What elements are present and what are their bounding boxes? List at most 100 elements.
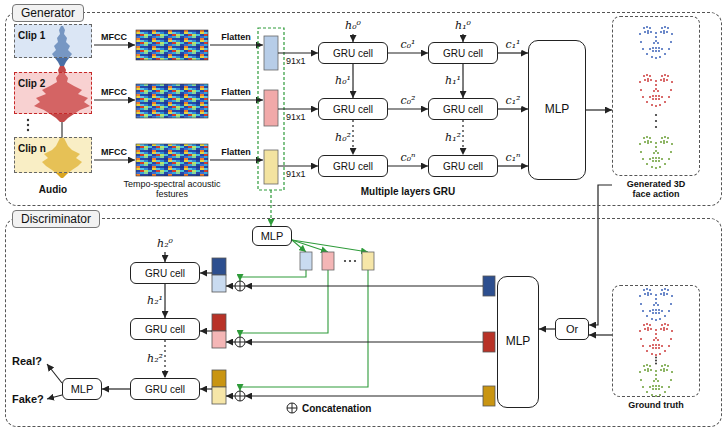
discriminator-flow <box>240 270 368 391</box>
edge-label: h₂¹ <box>146 295 164 307</box>
face-landmarks <box>655 120 657 122</box>
discriminator-flow <box>212 370 226 387</box>
step-label: MFCC <box>101 87 127 97</box>
box-label: GRU cell <box>145 268 185 279</box>
discriminator-flow <box>212 331 226 348</box>
input-arrow <box>165 34 463 262</box>
mlp-box: MLP <box>528 40 586 180</box>
input-arrow <box>278 52 318 53</box>
edge-label: c₀² <box>400 95 417 107</box>
box-label: GRU cell <box>443 161 483 172</box>
audio-waveform <box>61 122 63 138</box>
connector <box>589 334 612 335</box>
audio-waveform <box>27 119 29 121</box>
discriminator-flow <box>240 270 328 337</box>
spectrogram <box>136 30 208 176</box>
edge-label: c₁¹ <box>505 39 522 51</box>
face-landmarks <box>655 363 657 365</box>
discriminator-flow <box>212 275 226 292</box>
mfcc-arrow <box>94 44 135 45</box>
connector <box>498 52 528 53</box>
discriminator-flow <box>245 395 483 396</box>
box-label: Or <box>566 323 578 335</box>
output-label: Real? <box>12 355 42 368</box>
flatten-arrow <box>210 44 263 45</box>
box-label: Clip 1 <box>15 29 48 43</box>
discriminator-flow <box>200 388 212 389</box>
edge-label: h₀² <box>334 132 352 144</box>
switch-box: Or <box>555 318 589 340</box>
panel-caption: Ground truth <box>620 400 692 410</box>
discriminator-flow <box>212 314 226 331</box>
mlp-box: MLP <box>62 378 102 400</box>
discriminator-flow <box>354 260 356 262</box>
connector <box>102 388 130 389</box>
discriminator-flow <box>245 285 483 286</box>
discriminator-flow <box>483 332 495 352</box>
box-label: GRU cell <box>443 48 483 59</box>
face-landmarks <box>639 364 673 397</box>
feature-vector <box>264 150 278 184</box>
dimension-label: 91x1 <box>286 169 306 179</box>
face-landmarks <box>655 126 657 128</box>
discriminator-flow <box>200 330 212 331</box>
panel-caption: Generated 3D face action <box>620 179 692 200</box>
connector <box>462 64 463 98</box>
discriminator-flow <box>47 395 62 399</box>
gru-cell: GRU cell <box>318 155 388 177</box>
discriminator-flow <box>344 260 346 262</box>
connector <box>164 340 165 378</box>
box-label: GRU cell <box>443 104 483 115</box>
state-label: h₀⁰ <box>345 20 361 33</box>
spectrogram <box>136 84 208 118</box>
edge-label: c₀ⁿ <box>399 152 416 164</box>
discriminator-flow <box>235 281 245 401</box>
state-label: h₂⁰ <box>157 238 173 251</box>
discriminator-flow <box>349 260 351 262</box>
face-landmarks <box>639 74 673 107</box>
gru-cell: GRU cell <box>130 378 200 400</box>
discriminator-flow <box>300 252 374 270</box>
dimension-label: 91x1 <box>286 56 306 66</box>
box-label: GRU cell <box>145 384 185 395</box>
feature-caption: Tempo-spectral acoustic festures <box>120 179 224 200</box>
discriminator-flow <box>292 240 328 252</box>
box-label: MLP <box>71 383 94 395</box>
connector <box>586 109 612 110</box>
mfcc-arrow <box>94 99 135 100</box>
concat-symbol <box>287 403 297 413</box>
discriminator-flow <box>212 387 226 404</box>
box-label: Clip n <box>15 142 49 156</box>
input-arrow <box>164 252 165 262</box>
gru-cell: GRU cell <box>318 98 388 120</box>
discriminator-flow <box>235 281 245 401</box>
clip-box: Clip 2 <box>14 72 92 114</box>
audio-label: Audio <box>39 184 67 196</box>
feature-vector <box>264 90 278 126</box>
box-label: GRU cell <box>333 161 373 172</box>
group-label: Multiple layers GRU <box>361 186 455 198</box>
legend-text: Concatenation <box>302 403 371 414</box>
face-landmarks <box>639 26 673 59</box>
face-landmarks <box>655 357 657 359</box>
discriminator-flow <box>322 252 334 270</box>
box-label: GRU cell <box>145 324 185 335</box>
spectrogram <box>136 30 208 60</box>
connector <box>539 328 555 329</box>
edge-label: c₁ⁿ <box>504 152 521 164</box>
feature-vector <box>264 36 278 184</box>
step-label: MFCC <box>101 147 127 157</box>
discriminator-flow <box>240 240 368 391</box>
discriminator-flow <box>200 272 212 273</box>
gru-cell: GRU cell <box>130 262 200 284</box>
audio-waveform <box>27 124 29 126</box>
box-label: MLP <box>545 103 570 116</box>
face-landmarks <box>639 288 673 321</box>
panel-title: Discriminator <box>12 210 100 228</box>
discriminator-flow <box>483 276 495 296</box>
connector <box>352 64 353 98</box>
flatten-arrow <box>210 159 263 160</box>
discriminator-flow <box>270 190 271 226</box>
face-landmarks <box>655 114 657 116</box>
